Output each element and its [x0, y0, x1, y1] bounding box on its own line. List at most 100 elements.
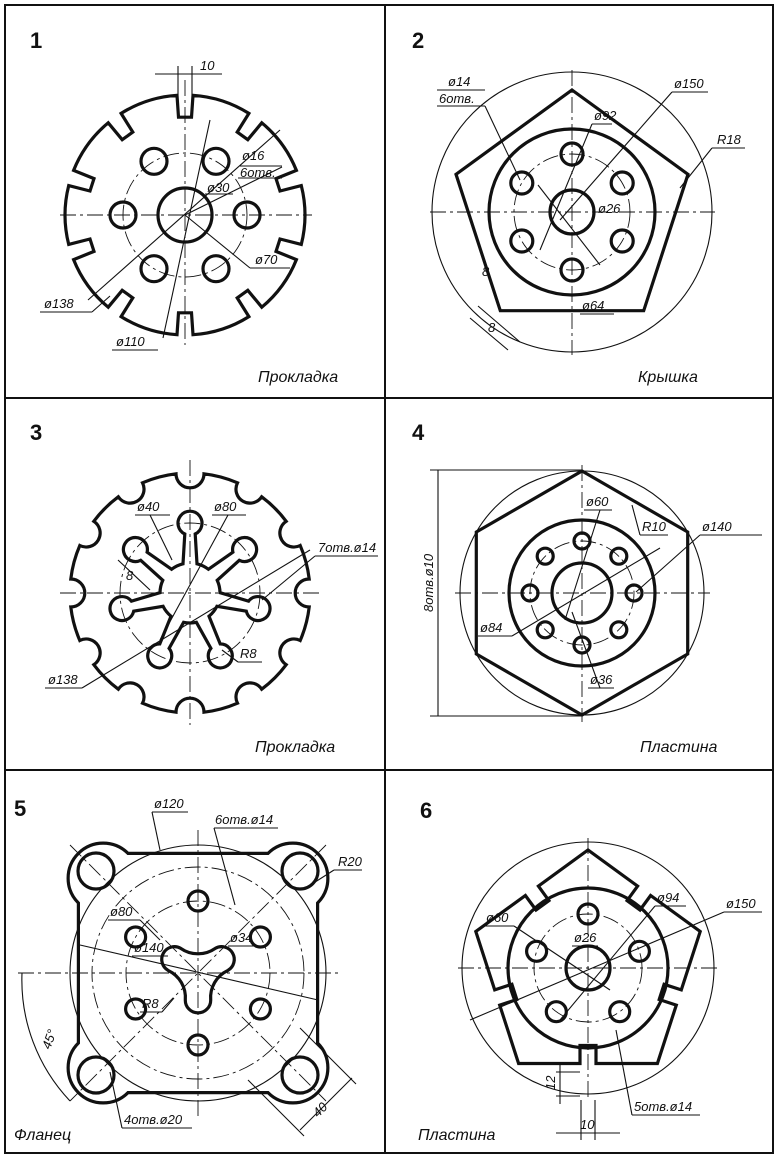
sheet-frame [4, 4, 774, 1154]
dim-outer-diameter: ø150 [674, 76, 704, 91]
dim-slot-root: ø110 [116, 334, 145, 349]
dim-hole-circle: ø64 [582, 298, 604, 313]
panel-number: 4 [412, 420, 425, 445]
outer-contour [63, 93, 307, 337]
dim-slot-width: 10 [200, 58, 215, 73]
dim-center-diameter: ø30 [207, 180, 230, 195]
dim-corner-radius: R10 [642, 519, 667, 534]
bolt-hole [509, 228, 535, 254]
bolt-hole [608, 1000, 632, 1024]
panel-6: 6 Пластина ø60 ø94 ø150 ø26 [418, 798, 762, 1144]
dimensions: 10 ø16 6отв. ø30 ø70 ø138 ø110 [40, 58, 290, 351]
panel-title: Прокладка [255, 739, 335, 756]
dim-fillet-radius: R8 [240, 646, 257, 661]
bolt-hole [535, 620, 555, 640]
bolt-hole [248, 997, 272, 1021]
panel-number: 1 [30, 28, 42, 53]
axis-diagonal-1 [69, 844, 327, 1102]
dimensions: ø40 ø80 7отв.ø14 8 R8 ø138 [45, 499, 378, 689]
dim-outer-diameter: ø138 [44, 296, 74, 311]
dim-outer-diameter: ø120 [154, 796, 184, 811]
dim-hole-count: 6отв. [240, 165, 276, 180]
dim-center-diameter: ø60 [586, 494, 609, 509]
bolt-hole [609, 170, 635, 196]
panel-title: Фланец [14, 1127, 71, 1144]
bolt-hole [248, 925, 272, 949]
dim-hole-circle: ø94 [657, 890, 679, 905]
dim-slot-width: 10 [580, 1117, 595, 1132]
dim-hole-diameter: ø14 [448, 74, 470, 89]
dim-hole-spec: 6отв.ø14 [215, 812, 273, 827]
dimensions: ø120 6отв.ø14 R20 ø80 ø140 ø34 R8 45° 4о… [21, 796, 363, 1137]
bolt-holes [76, 851, 320, 1095]
dim-hole-circle: ø80 [110, 904, 133, 919]
part-gasket-1 [60, 80, 312, 345]
panel-2: 2 Крышка ø14 6отв. ø150 ø92 R18 [412, 28, 745, 386]
dim-inner-diameter: ø40 [137, 499, 160, 514]
bolt-hole [201, 254, 231, 284]
panel-4: 4 Пластина 8отв.ø10 ø60 R10 ø140 [412, 420, 762, 756]
bolt-hole [609, 228, 635, 254]
panel-number: 6 [420, 798, 432, 823]
dim-hole-count: 6отв. [439, 91, 475, 106]
dim-corner-holes: 4отв.ø20 [124, 1112, 183, 1127]
bolt-hole [535, 546, 555, 566]
part-flange [18, 830, 338, 1118]
part-plate-4 [455, 465, 710, 722]
outer-contour [69, 472, 311, 714]
dim-hole-spec: 7отв.ø14 [318, 540, 376, 555]
dim-fillet-radius: R8 [142, 996, 159, 1011]
bolt-hole [139, 146, 169, 176]
axis-diagonal-2 [69, 844, 327, 1102]
dim-corner-radius: R18 [717, 132, 742, 147]
dim-across-corners: 8отв.ø10 [421, 553, 436, 612]
corner-hole [76, 1055, 116, 1095]
dim-angle: 45° [39, 1027, 60, 1051]
panel-number: 3 [30, 420, 42, 445]
panel-5: 5 Фланец ø120 6отв.ø14 R20 ø80 [14, 796, 363, 1144]
corner-hole [280, 1055, 320, 1095]
dim-boss-diameter: ø140 [134, 940, 164, 955]
bolt-hole [124, 997, 148, 1021]
dim-hole-circle: ø70 [255, 252, 278, 267]
corner-hole [280, 851, 320, 891]
panel-title: Пластина [418, 1127, 496, 1144]
part-cover [430, 70, 715, 355]
panel-1: 1 Прокладка 10 ø16 6отв. ø30 ø70 [30, 28, 338, 386]
panel-3: 3 Прокладка ø40 ø80 7отв.ø14 8 R8 [30, 420, 378, 756]
panel-title: Прокладка [258, 369, 338, 386]
dimensions: 8отв.ø10 ø60 R10 ø140 ø84 ø36 [421, 469, 762, 717]
bolt-holes [108, 146, 262, 284]
pentagon-contour [454, 88, 690, 313]
dim-center-diameter: ø26 [598, 201, 621, 216]
dim-hole-spec: ø140 [702, 519, 732, 534]
dimensions: ø14 6отв. ø150 ø92 R18 ø26 ø64 8 8 [437, 74, 745, 351]
dim-boss-diameter: ø92 [594, 108, 617, 123]
dim-hole-circle: ø80 [214, 499, 237, 514]
bolt-hole [609, 620, 629, 640]
panel-number: 5 [14, 796, 26, 821]
dim-slot-width: 8 [488, 320, 496, 335]
corner-hole [76, 851, 116, 891]
bolt-hole [201, 146, 231, 176]
bolt-hole [139, 254, 169, 284]
panel-title: Крышка [638, 369, 698, 386]
dim-outer-diameter: ø150 [726, 896, 756, 911]
trefoil-cutout [160, 945, 236, 1015]
dim-boss-diameter: ø26 [574, 930, 597, 945]
dim-hole-circle: ø36 [590, 672, 613, 687]
panel-number: 2 [412, 28, 424, 53]
dim-boss-diameter: ø84 [480, 620, 502, 635]
dim-slot-depth: 12 [543, 1075, 558, 1090]
dim-slot-width: 8 [126, 568, 134, 583]
bolt-hole [627, 939, 652, 963]
dim-center-diameter: ø60 [486, 910, 509, 925]
flange-contour [66, 841, 330, 1105]
dim-lug-radius: R20 [338, 854, 363, 869]
bolt-hole [524, 939, 549, 963]
dim-outer-diameter: ø138 [48, 672, 78, 687]
part-gasket-3 [60, 460, 320, 725]
dim-slot-depth: 8 [482, 264, 490, 279]
panel-title: Пластина [640, 739, 718, 756]
